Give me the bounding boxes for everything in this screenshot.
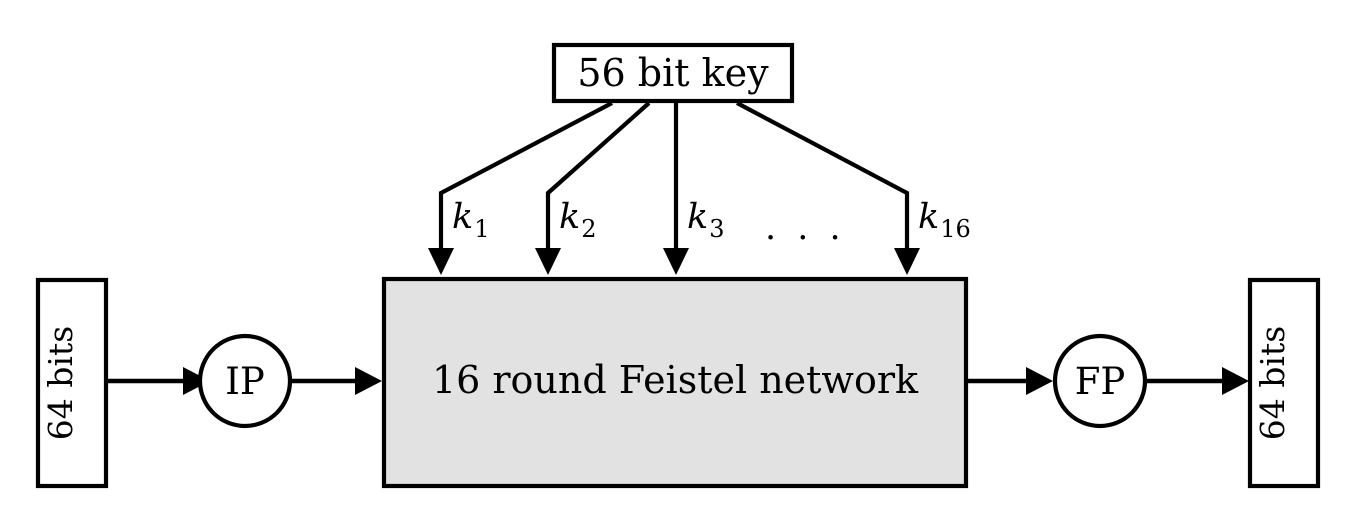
round-key-ellipsis: . . . <box>765 208 846 248</box>
arrowhead-k3 <box>663 248 689 275</box>
final-permutation-node: FP <box>1052 333 1148 429</box>
feistel-block: 16 round Feistel network <box>381 276 969 489</box>
connector-feistel-to-fp <box>968 367 1053 395</box>
key-block-rect <box>551 42 795 104</box>
key-block-label: 56 bit key <box>577 51 769 95</box>
round-key-fanout <box>428 101 920 275</box>
initial-permutation-node: IP <box>197 333 293 429</box>
input-block-rect <box>35 277 109 489</box>
fanout-line-k1 <box>438 101 613 248</box>
output-block-rect <box>1247 277 1321 489</box>
input-block: 64 bits <box>35 277 109 489</box>
arrowhead-k1 <box>428 248 454 275</box>
round-key-label-k16: k16 <box>918 197 971 243</box>
connector-feistel-to-fp-head <box>1026 367 1053 395</box>
connector-ip-to-feistel <box>290 367 382 395</box>
key-block: 56 bit key <box>551 42 795 104</box>
arrowhead-k16 <box>894 248 920 275</box>
connector-fp-to-output-head <box>1222 367 1249 395</box>
round-key-labels: k1 k2 k3 k16 . . . <box>452 197 971 248</box>
output-block: 64 bits <box>1247 277 1321 489</box>
final-permutation-label: FP <box>1075 360 1126 403</box>
fanout-line-k16 <box>736 101 910 248</box>
connector-ip-to-feistel-head <box>355 367 382 395</box>
feistel-block-rect <box>381 276 969 489</box>
connector-input-to-ip-head <box>183 367 210 395</box>
arrowhead-k2 <box>535 248 561 275</box>
feistel-block-label: 16 round Feistel network <box>432 358 919 402</box>
input-block-label: 64 bits <box>41 326 80 440</box>
round-key-label-k2: k2 <box>559 197 597 243</box>
initial-permutation-label: IP <box>225 360 265 403</box>
round-key-label-k3: k3 <box>687 197 725 243</box>
connector-fp-to-output <box>1145 367 1249 395</box>
round-key-label-k1: k1 <box>452 197 490 243</box>
output-block-label: 64 bits <box>1253 326 1292 440</box>
fanout-line-k2 <box>545 101 651 248</box>
connector-input-to-ip <box>108 367 210 395</box>
